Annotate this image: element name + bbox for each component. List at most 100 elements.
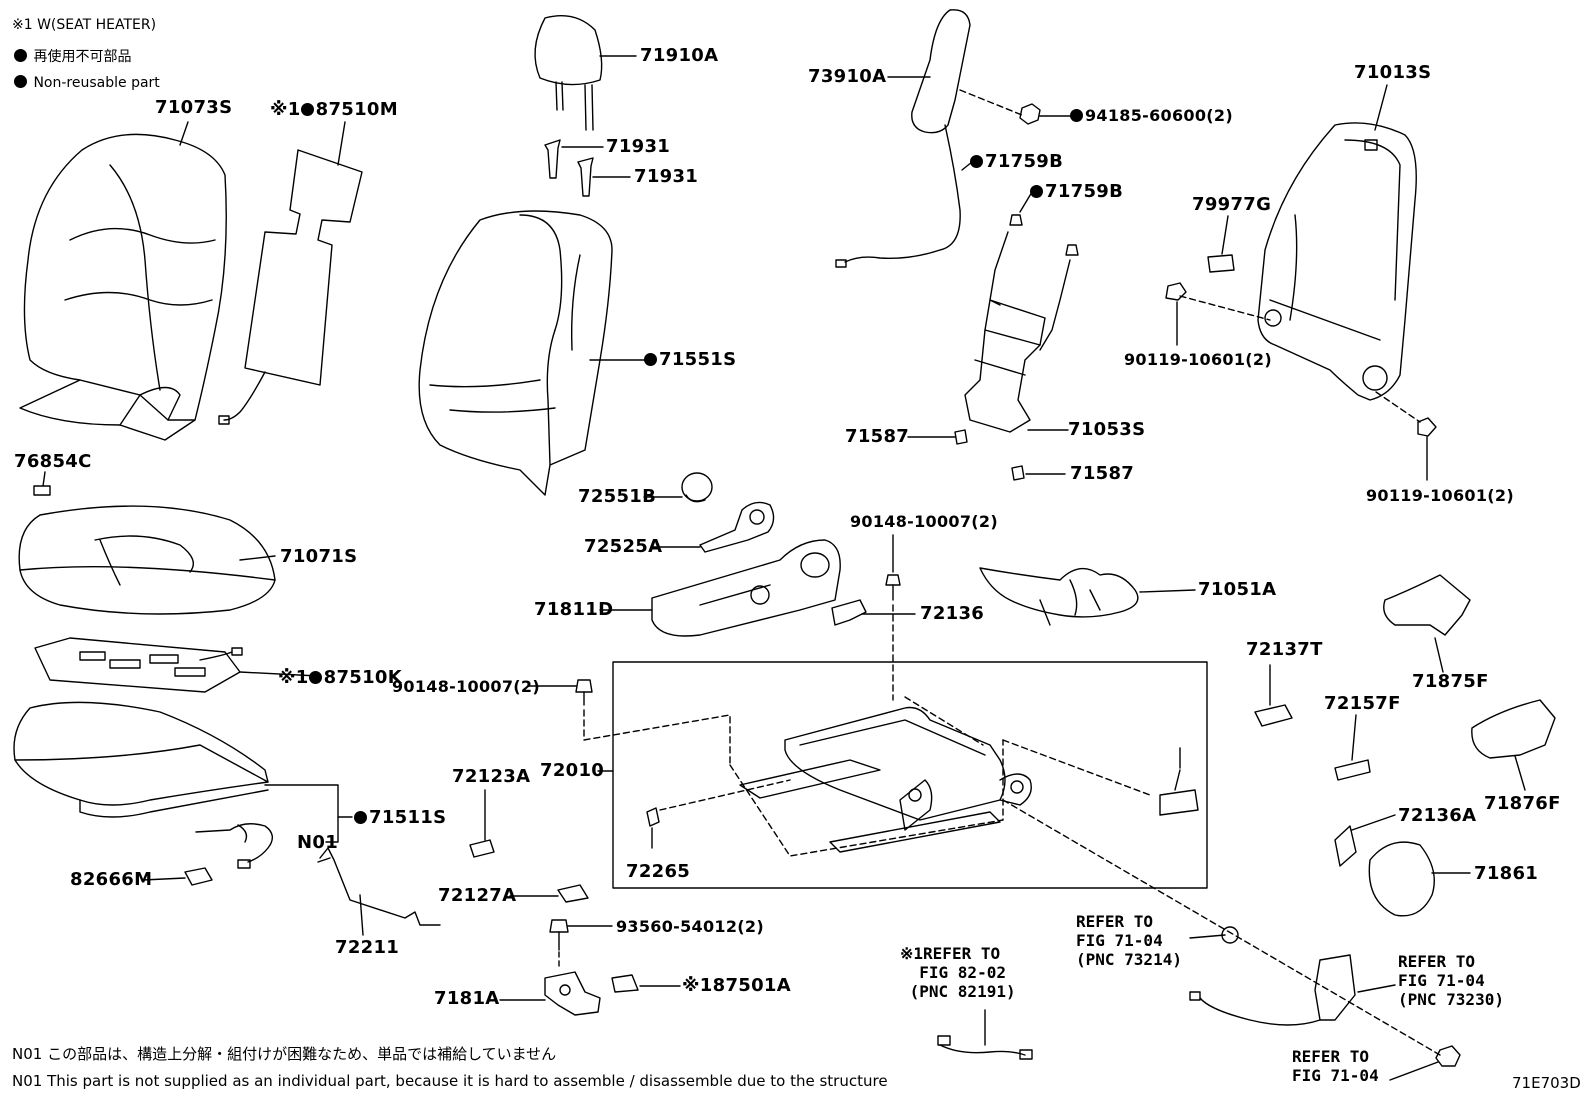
label-71013S[interactable]: 71013S bbox=[1354, 62, 1432, 83]
cover-72136A-drawing bbox=[1334, 825, 1357, 867]
bolt-90148-left-drawing bbox=[575, 679, 593, 706]
label-94185-text: 94185-60600(2) bbox=[1085, 106, 1233, 125]
airbag-73910A-drawing bbox=[835, 9, 971, 268]
label-71876F[interactable]: 71876F bbox=[1484, 793, 1561, 814]
label-71861[interactable]: 71861 bbox=[1474, 863, 1539, 884]
label-N01[interactable]: N01 bbox=[297, 832, 339, 853]
cover-72157F-drawing bbox=[1334, 759, 1371, 781]
nonreuse-dot-icon bbox=[1070, 109, 1083, 122]
label-72136[interactable]: 72136 bbox=[920, 603, 985, 624]
label-90119-right[interactable]: 90119-10601(2) bbox=[1366, 486, 1514, 505]
wire-72211-drawing bbox=[317, 847, 441, 926]
dashed-frame-lower bbox=[729, 739, 1004, 857]
leader-72211 bbox=[359, 894, 364, 936]
label-71759B-lower[interactable]: 71759B bbox=[1030, 182, 1123, 202]
label-71587-left[interactable]: 71587 bbox=[845, 426, 910, 447]
label-71759B-lower-text: 71759B bbox=[1045, 181, 1124, 202]
label-72265[interactable]: 72265 bbox=[626, 861, 691, 882]
shield-71811D-drawing bbox=[651, 539, 841, 637]
footer-note-jp: N01 この部品は、構造上分解・組付けが困難なため、単品では補給していません bbox=[12, 1045, 557, 1063]
leader-71875F bbox=[1434, 637, 1444, 673]
label-71051A[interactable]: 71051A bbox=[1198, 579, 1277, 600]
dashed-seatbelt bbox=[1002, 799, 1441, 1056]
dashed-frame-right bbox=[1002, 739, 1151, 796]
label-72137T[interactable]: 72137T bbox=[1246, 639, 1323, 660]
label-72525A[interactable]: 72525A bbox=[584, 536, 663, 557]
harness-71051A-drawing bbox=[979, 567, 1139, 626]
label-71053S[interactable]: 71053S bbox=[1068, 419, 1146, 440]
nonreuse-dot-icon bbox=[1030, 185, 1043, 198]
leader-71071S bbox=[239, 555, 276, 561]
nonreuse-dot-icon bbox=[970, 155, 983, 168]
label-71511S-text: 71511S bbox=[369, 807, 447, 828]
label-71910A[interactable]: 71910A bbox=[640, 45, 719, 66]
dashed-73910A bbox=[959, 89, 1023, 116]
label-90148-top[interactable]: 90148-10007(2) bbox=[850, 512, 998, 531]
label-87501A-text: 87501A bbox=[712, 975, 791, 996]
nonreuse-dot-icon bbox=[14, 75, 27, 88]
label-71073S[interactable]: 71073S bbox=[155, 97, 233, 118]
label-72127A[interactable]: 72127A bbox=[438, 885, 517, 906]
label-73910A[interactable]: 73910A bbox=[808, 66, 887, 87]
lever-72525A-drawing bbox=[699, 501, 775, 553]
seatbelt-parts-drawing bbox=[937, 926, 1461, 1067]
ref-fig-71-04-73230[interactable]: REFER TO FIG 71-04 (PNC 73230) bbox=[1398, 952, 1504, 1009]
label-71759B-upper[interactable]: 71759B bbox=[970, 152, 1063, 172]
leader-71759Bb bbox=[1019, 191, 1033, 213]
label-79977G[interactable]: 79977G bbox=[1192, 194, 1272, 215]
heater-cushion-drawing bbox=[34, 637, 243, 693]
label-90119-left[interactable]: 90119-10601(2) bbox=[1124, 350, 1272, 369]
cover-71876F-drawing bbox=[1471, 699, 1556, 759]
legend-nonreuse-jp-text: 再使用不可部品 bbox=[33, 49, 132, 65]
label-87501A[interactable]: ※187501A bbox=[682, 976, 791, 996]
label-72136A[interactable]: 72136A bbox=[1398, 805, 1477, 826]
clip-76854C-drawing bbox=[33, 485, 51, 496]
label-71931-upper[interactable]: 71931 bbox=[606, 136, 671, 157]
leader-71073S bbox=[179, 121, 189, 146]
label-72211[interactable]: 72211 bbox=[335, 937, 400, 958]
leader-82666M bbox=[142, 877, 186, 881]
label-71071S[interactable]: 71071S bbox=[280, 546, 358, 567]
dashed-90119b bbox=[1375, 391, 1421, 423]
label-90148-left[interactable]: 90148-10007(2) bbox=[392, 677, 540, 696]
legend-heater-note: ※1 W(SEAT HEATER) bbox=[12, 17, 157, 33]
label-7181A[interactable]: 7181A bbox=[434, 988, 500, 1009]
ref-fig-71-04[interactable]: REFER TO FIG 71-04 bbox=[1292, 1047, 1379, 1085]
leader-71051A bbox=[1139, 589, 1196, 593]
label-82666M[interactable]: 82666M bbox=[70, 869, 153, 890]
leader-87510M bbox=[337, 121, 346, 166]
label-93560[interactable]: 93560-54012(2) bbox=[616, 917, 764, 936]
heater-mark: ※1 bbox=[278, 667, 309, 688]
label-71551S[interactable]: 71551S bbox=[644, 350, 736, 370]
label-71511S[interactable]: 71511S bbox=[354, 808, 446, 828]
ref-fig-82-02[interactable]: ※1REFER TO FIG 82-02 (PNC 82191) bbox=[900, 944, 1016, 1001]
legend-nonreuse-en-text: Non-reusable part bbox=[33, 75, 160, 91]
connector-82666M-drawing bbox=[184, 867, 213, 886]
cover-71875F-drawing bbox=[1383, 574, 1471, 636]
label-72010[interactable]: 72010 bbox=[540, 760, 605, 781]
label-76854C[interactable]: 76854C bbox=[14, 451, 92, 472]
harness-N01-drawing bbox=[195, 823, 273, 869]
label-72551B[interactable]: 72551B bbox=[578, 486, 657, 507]
label-71587-right[interactable]: 71587 bbox=[1070, 463, 1135, 484]
clip-71587-drawing bbox=[954, 429, 1025, 481]
label-71875F[interactable]: 71875F bbox=[1412, 671, 1489, 692]
seatback-cover-drawing bbox=[19, 133, 227, 441]
label-72123A[interactable]: 72123A bbox=[452, 766, 531, 787]
nonreuse-dot-icon bbox=[14, 49, 27, 62]
label-72157F[interactable]: 72157F bbox=[1324, 693, 1401, 714]
label-94185[interactable]: 94185-60600(2) bbox=[1070, 106, 1233, 126]
label-71811D[interactable]: 71811D bbox=[534, 599, 614, 620]
lumbar-71053S-drawing bbox=[964, 231, 1071, 433]
label-87510M-text: 87510M bbox=[315, 99, 398, 120]
leader-ref-73214 bbox=[1189, 934, 1226, 939]
pad-79977G-drawing bbox=[1207, 254, 1235, 273]
ref-fig-71-04-73214[interactable]: REFER TO FIG 71-04 (PNC 73214) bbox=[1076, 912, 1182, 969]
leader-72157F bbox=[1351, 714, 1357, 761]
label-71931-lower[interactable]: 71931 bbox=[634, 166, 699, 187]
seat-frame-drawing bbox=[739, 706, 1032, 853]
cushion-cover-drawing bbox=[18, 505, 276, 615]
